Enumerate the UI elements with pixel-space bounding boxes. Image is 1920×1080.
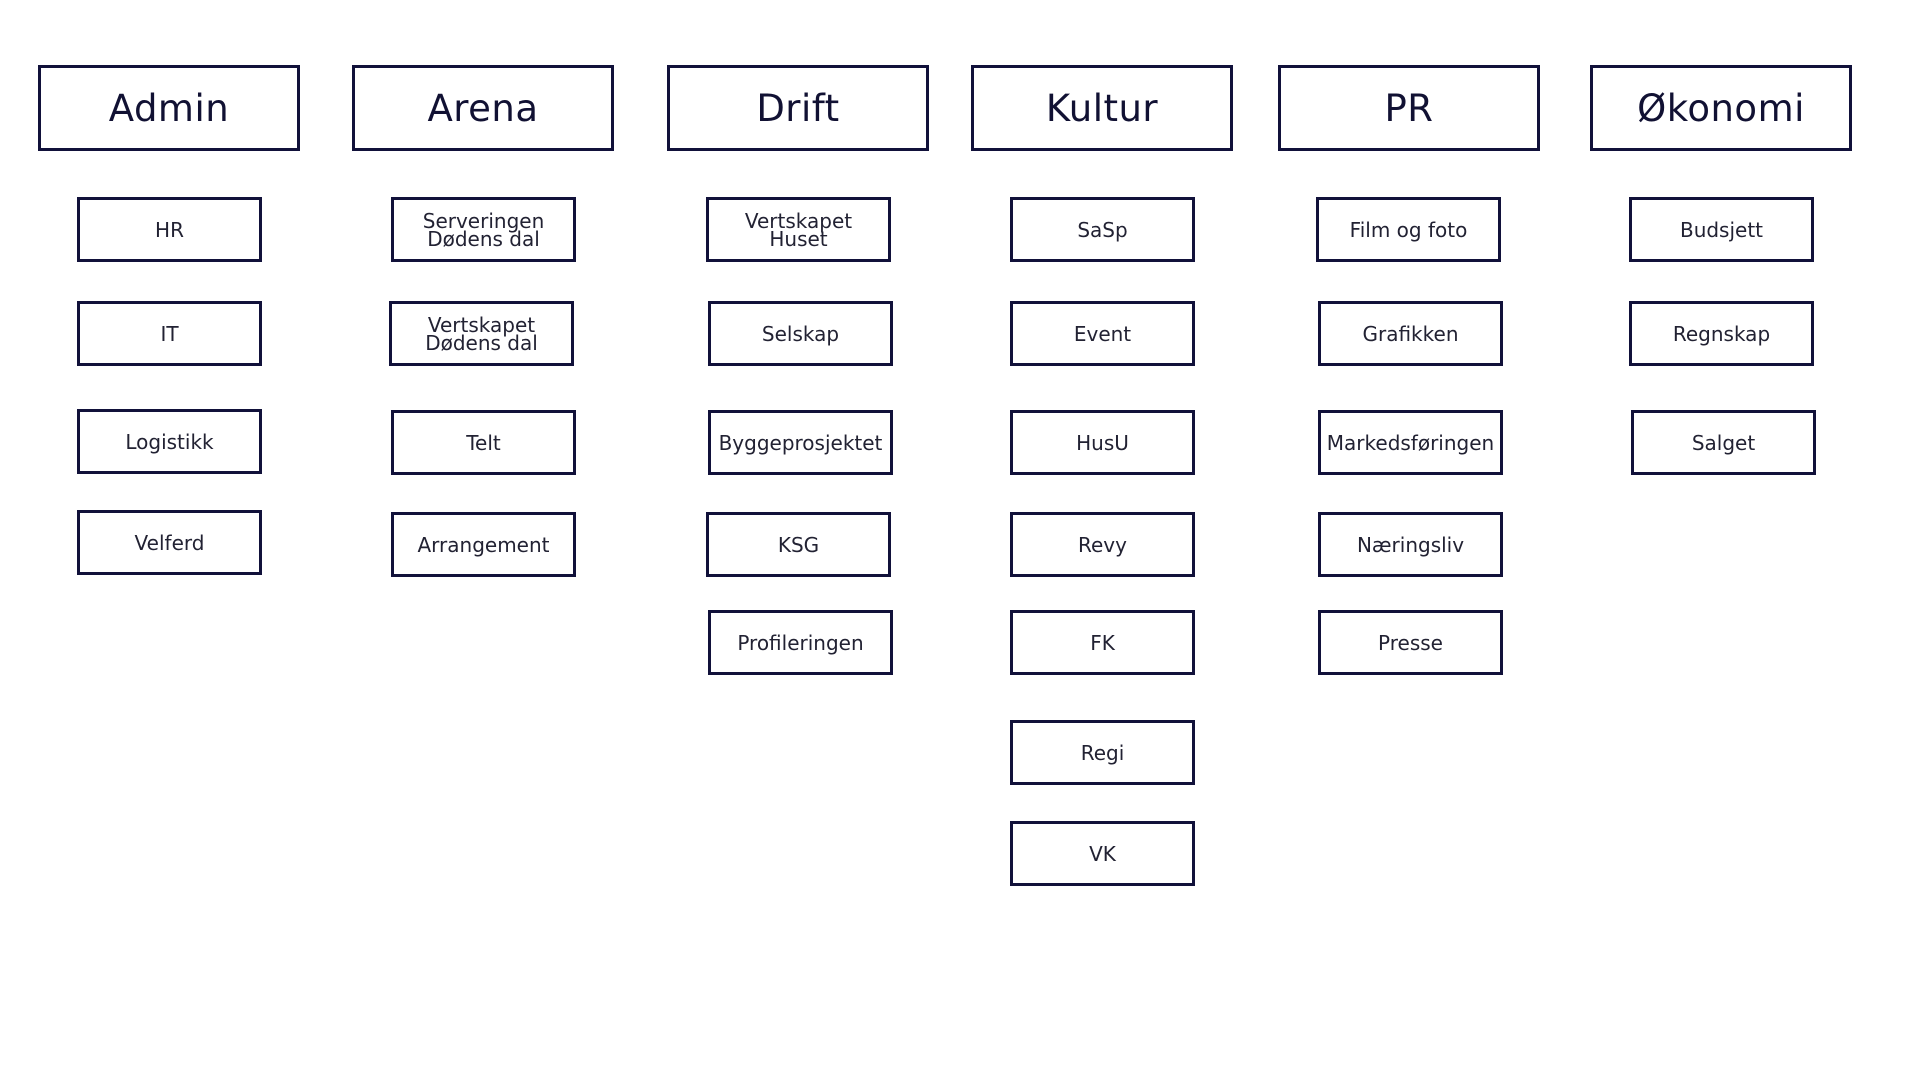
heading-drift: Drift <box>667 65 929 151</box>
heading-okonomi: Økonomi <box>1590 65 1852 151</box>
heading-pr: PR <box>1278 65 1540 151</box>
box-telt: Telt <box>391 410 576 475</box>
column-kultur: Kultur SaSp Event HusU Revy FK Regi VK <box>971 0 1233 1080</box>
box-selskap: Selskap <box>708 301 893 366</box>
column-pr: PR Film og foto Grafikken Markedsføringe… <box>1278 0 1540 1080</box>
box-byggeprosjektet: Byggeprosjektet <box>708 410 893 475</box>
box-naeringsliv: Næringsliv <box>1318 512 1503 577</box>
box-vertskapet-huset: Vertskapet Huset <box>706 197 891 262</box>
heading-arena: Arena <box>352 65 614 151</box>
box-grafikken: Grafikken <box>1318 301 1503 366</box>
box-serveringen-dodens-dal: Serveringen Dødens dal <box>391 197 576 262</box>
box-salget: Salget <box>1631 410 1816 475</box>
box-hr: HR <box>77 197 262 262</box>
heading-admin: Admin <box>38 65 300 151</box>
box-velferd: Velferd <box>77 510 262 575</box>
box-husu: HusU <box>1010 410 1195 475</box>
box-film-og-foto: Film og foto <box>1316 197 1501 262</box>
box-regi: Regi <box>1010 720 1195 785</box>
column-admin: Admin HR IT Logistikk Velferd <box>38 0 300 1080</box>
box-fk: FK <box>1010 610 1195 675</box>
box-vk: VK <box>1010 821 1195 886</box>
box-it: IT <box>77 301 262 366</box>
box-profileringen: Profileringen <box>708 610 893 675</box>
box-revy: Revy <box>1010 512 1195 577</box>
box-vertskapet-dodens-dal: Vertskapet Dødens dal <box>389 301 574 366</box>
box-ksg: KSG <box>706 512 891 577</box>
heading-kultur: Kultur <box>971 65 1233 151</box>
box-logistikk: Logistikk <box>77 409 262 474</box>
box-markedsforingen: Markedsføringen <box>1318 410 1503 475</box>
column-arena: Arena Serveringen Dødens dal Vertskapet … <box>352 0 614 1080</box>
column-drift: Drift Vertskapet Huset Selskap Byggepros… <box>667 0 929 1080</box>
box-sasp: SaSp <box>1010 197 1195 262</box>
box-presse: Presse <box>1318 610 1503 675</box>
column-okonomi: Økonomi Budsjett Regnskap Salget <box>1590 0 1852 1080</box>
box-budsjett: Budsjett <box>1629 197 1814 262</box>
box-event: Event <box>1010 301 1195 366</box>
box-arrangement: Arrangement <box>391 512 576 577</box>
box-regnskap: Regnskap <box>1629 301 1814 366</box>
